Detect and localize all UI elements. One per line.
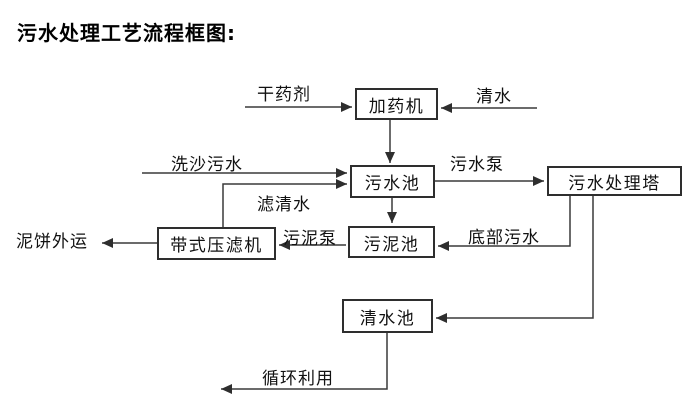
node-sewage-treatment-tower: 污水处理塔 <box>547 166 682 196</box>
node-sewage-pool: 污水池 <box>350 165 435 198</box>
arrow-filtered-water-to-sewage-pool <box>222 179 347 227</box>
label-sludge-pump: 污泥泵 <box>283 229 337 249</box>
node-clear-water-pool: 清水池 <box>342 299 433 333</box>
label-sand-washing-sewage: 洗沙污水 <box>171 155 243 175</box>
node-belt-filter-press: 带式压滤机 <box>157 227 276 260</box>
label-dry-chemical: 干药剂 <box>257 85 311 105</box>
arrow-tower-to-clear-water-pool <box>436 196 594 323</box>
label-sewage-pump: 污水泵 <box>450 155 504 175</box>
arrow-bottom-sewage-to-sludge-pool <box>438 196 571 251</box>
node-dosing-machine: 加药机 <box>355 88 438 120</box>
node-sludge-pool: 污泥池 <box>348 226 435 258</box>
label-recycling: 循环利用 <box>262 369 334 389</box>
page-title: 污水处理工艺流程框图: <box>17 21 236 45</box>
label-clear-water: 清水 <box>476 87 512 107</box>
label-bottom-sewage: 底部污水 <box>468 228 540 248</box>
arrow-clear-water-pool-to-recycling <box>221 333 388 394</box>
label-mud-cake-out: 泥饼外运 <box>16 232 88 252</box>
label-filtered-water: 滤清水 <box>257 195 311 215</box>
